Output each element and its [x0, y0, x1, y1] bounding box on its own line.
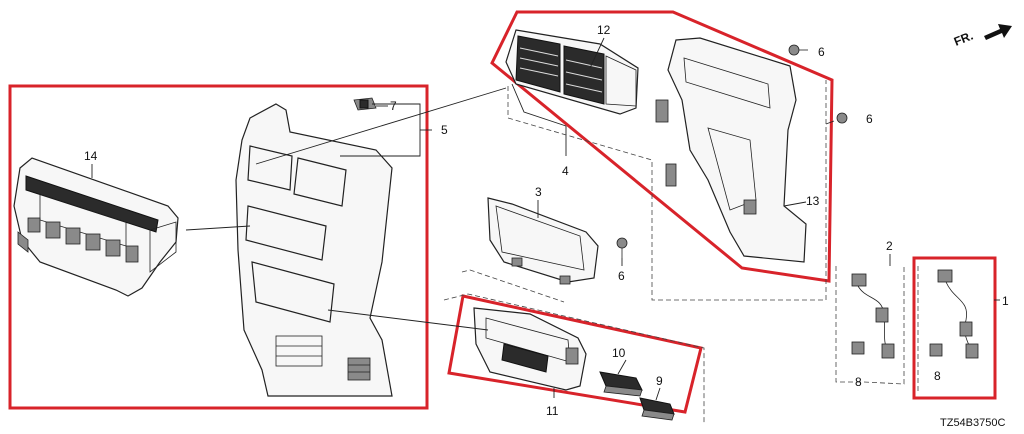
callout-7: 7: [390, 99, 397, 113]
panel-lower-grille: [275, 335, 371, 381]
highlight-box-vent-duct: [490, 10, 834, 283]
front-direction-indicator: FR.: [952, 24, 1012, 49]
part-13-duct: [655, 37, 807, 263]
part-2-harness: [851, 273, 895, 359]
bolt-6-middle: [825, 112, 848, 125]
callout-11: 11: [546, 404, 559, 418]
callout-13: 13: [806, 194, 820, 208]
part-5-rear-console-panel: [235, 103, 393, 397]
callout-2: 2: [886, 239, 893, 253]
callout-4: 4: [562, 164, 569, 178]
highlight-box-harness-1: [912, 256, 997, 400]
callout-9: 9: [656, 374, 663, 388]
bolt-6-upper: [788, 44, 808, 56]
part-1-harness: [929, 269, 979, 359]
diagram-code: TZ54B3750C: [940, 417, 1005, 429]
control-unit-buttons: [27, 217, 139, 263]
callout-10: 10: [612, 346, 626, 360]
part-12-air-vent: [505, 29, 639, 115]
callout-14: 14: [84, 149, 98, 163]
part-10-switch: [599, 371, 643, 397]
callout-6-upper: 6: [818, 45, 825, 59]
callout-12: 12: [597, 23, 611, 37]
panel-opening-upper-left: [247, 145, 293, 191]
part-9-switch: [639, 397, 675, 421]
assembly-dashes: [443, 80, 919, 424]
callout-8-left: 8: [855, 375, 862, 389]
callout-8-right: 8: [934, 369, 941, 383]
front-label: FR.: [952, 29, 975, 49]
front-arrow-icon: [984, 24, 1012, 40]
part-3-bezel: [487, 197, 599, 285]
highlight-box-panel-11: [447, 294, 703, 414]
callout-5: 5: [441, 123, 448, 137]
leader-lines: [185, 37, 807, 401]
highlight-box-left: [8, 84, 429, 410]
part-14-control-unit: [13, 157, 179, 297]
panel-opening-middle: [245, 205, 327, 261]
panel-opening-lower: [251, 261, 335, 323]
panel-opening-upper-right: [293, 157, 347, 207]
callout-3: 3: [535, 185, 542, 199]
part-7-clip: [353, 97, 377, 111]
callout-6-middle: 6: [866, 112, 873, 126]
vent-louvers: [519, 47, 603, 93]
callout-1: 1: [1002, 294, 1009, 308]
bolt-6-lower: [616, 237, 628, 258]
callout-6-lower: 6: [618, 269, 625, 283]
part-11-switch-panel: [473, 307, 587, 391]
